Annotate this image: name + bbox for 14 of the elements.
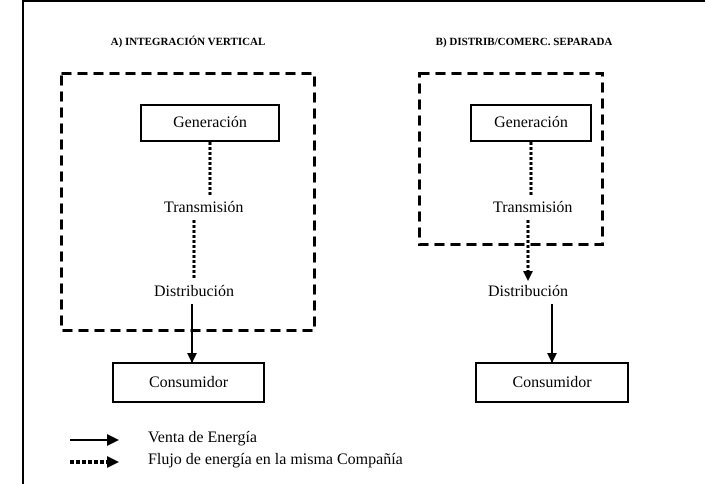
process-box: Generación <box>140 104 280 142</box>
arrow <box>523 220 533 281</box>
process-box: Consumidor <box>112 362 265 403</box>
arrow <box>547 304 557 363</box>
group-heading: A) INTEGRACIÓN VERTICAL <box>110 36 266 48</box>
connector-line <box>208 142 212 196</box>
legend-text: Venta de Energía <box>148 429 257 447</box>
connector-line <box>530 142 532 196</box>
group-heading: B) DISTRIB/COMERC. SEPARADA <box>434 36 614 48</box>
process-box: Consumidor <box>475 362 629 403</box>
process-box: Generación <box>470 104 592 142</box>
connector-line <box>192 220 196 280</box>
arrow <box>187 304 197 363</box>
legend-text: Flujo de energía en la misma Compañía <box>148 451 403 469</box>
